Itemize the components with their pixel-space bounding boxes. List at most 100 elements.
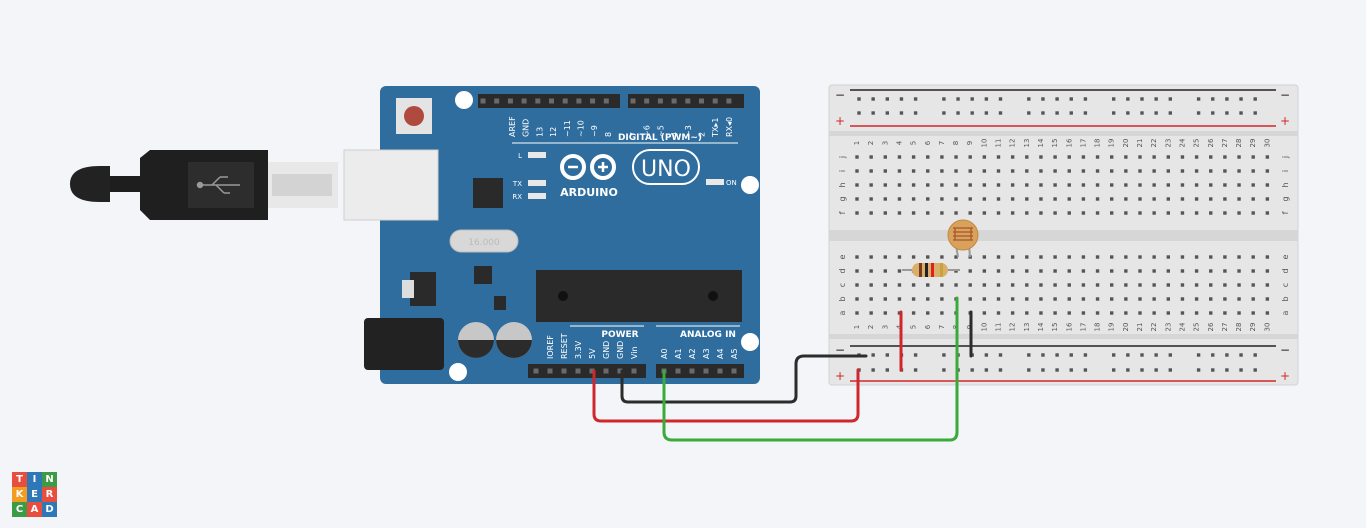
header-pin[interactable]: [685, 98, 691, 104]
breadboard-hole[interactable]: [897, 311, 902, 315]
breadboard-hole[interactable]: [1223, 211, 1227, 215]
breadboard-hole[interactable]: [1180, 269, 1185, 273]
reset-button[interactable]: [404, 106, 424, 126]
rail-hole[interactable]: [1225, 111, 1229, 115]
breadboard-hole[interactable]: [1081, 255, 1086, 259]
rail-hole[interactable]: [857, 97, 861, 101]
breadboard-hole[interactable]: [1251, 311, 1255, 315]
rail-hole[interactable]: [871, 353, 875, 357]
rail-hole[interactable]: [1196, 111, 1201, 115]
breadboard-hole[interactable]: [1251, 197, 1255, 201]
rail-hole[interactable]: [885, 368, 889, 372]
breadboard-hole[interactable]: [1180, 255, 1185, 259]
breadboard-hole[interactable]: [1152, 255, 1156, 259]
breadboard-hole[interactable]: [1166, 283, 1170, 287]
breadboard-hole[interactable]: [1166, 169, 1170, 173]
breadboard-hole[interactable]: [883, 169, 887, 173]
breadboard-hole[interactable]: [1180, 169, 1185, 173]
breadboard-hole[interactable]: [1251, 297, 1255, 301]
breadboard-hole[interactable]: [911, 283, 916, 287]
breadboard-hole[interactable]: [869, 269, 873, 273]
breadboard-hole[interactable]: [1110, 283, 1114, 287]
breadboard-hole[interactable]: [926, 283, 930, 287]
usb-cable[interactable]: [70, 150, 338, 220]
rail-hole[interactable]: [1239, 368, 1243, 372]
breadboard-hole[interactable]: [1180, 197, 1185, 201]
rail-hole[interactable]: [1083, 353, 1088, 357]
breadboard-hole[interactable]: [1152, 155, 1156, 159]
breadboard-hole[interactable]: [869, 211, 873, 215]
digital-header-left-pins[interactable]: [480, 98, 609, 104]
breadboard-hole[interactable]: [1081, 211, 1086, 215]
breadboard-hole[interactable]: [883, 297, 887, 301]
breadboard-hole[interactable]: [1209, 169, 1213, 173]
breadboard-hole[interactable]: [982, 155, 987, 159]
breadboard-hole[interactable]: [869, 169, 873, 173]
rail-hole[interactable]: [1027, 97, 1031, 101]
breadboard-hole[interactable]: [1053, 211, 1057, 215]
breadboard-hole[interactable]: [1237, 311, 1241, 315]
breadboard-hole[interactable]: [1251, 269, 1255, 273]
breadboard-hole[interactable]: [1194, 283, 1199, 287]
breadboard-hole[interactable]: [996, 269, 1001, 273]
breadboard-hole[interactable]: [1095, 211, 1100, 215]
breadboard-hole[interactable]: [855, 311, 859, 315]
rail-hole[interactable]: [871, 97, 875, 101]
breadboard-hole[interactable]: [954, 183, 958, 187]
header-pin[interactable]: [617, 368, 623, 374]
breadboard-hole[interactable]: [1152, 197, 1156, 201]
breadboard-hole[interactable]: [1251, 255, 1255, 259]
breadboard-hole[interactable]: [1265, 197, 1270, 201]
breadboard-hole[interactable]: [1251, 155, 1255, 159]
header-pin[interactable]: [561, 368, 567, 374]
rail-hole[interactable]: [1126, 111, 1130, 115]
breadboard-hole[interactable]: [1209, 197, 1213, 201]
breadboard-hole[interactable]: [1010, 183, 1015, 187]
breadboard-hole[interactable]: [869, 297, 873, 301]
rail-hole[interactable]: [1253, 368, 1257, 372]
breadboard-hole[interactable]: [1194, 211, 1199, 215]
breadboard-hole[interactable]: [1110, 269, 1114, 273]
breadboard-hole[interactable]: [1124, 183, 1128, 187]
breadboard-hole[interactable]: [1067, 283, 1071, 287]
breadboard-hole[interactable]: [1039, 211, 1043, 215]
breadboard-hole[interactable]: [996, 155, 1001, 159]
breadboard-hole[interactable]: [1223, 197, 1227, 201]
rail-hole[interactable]: [942, 368, 946, 372]
header-pin[interactable]: [603, 98, 609, 104]
breadboard-hole[interactable]: [1095, 269, 1100, 273]
breadboard-hole[interactable]: [1025, 155, 1029, 159]
breadboard-hole[interactable]: [1053, 155, 1057, 159]
breadboard-hole[interactable]: [1081, 155, 1086, 159]
rail-hole[interactable]: [1154, 111, 1158, 115]
breadboard-hole[interactable]: [897, 297, 902, 301]
breadboard-hole[interactable]: [968, 183, 972, 187]
breadboard-hole[interactable]: [855, 183, 859, 187]
breadboard-hole[interactable]: [869, 183, 873, 187]
breadboard-hole[interactable]: [1138, 197, 1142, 201]
breadboard-hole[interactable]: [869, 311, 873, 315]
photoresistor[interactable]: [947, 219, 979, 258]
rail-hole[interactable]: [1168, 368, 1172, 372]
breadboard-hole[interactable]: [911, 183, 916, 187]
breadboard-hole[interactable]: [1110, 255, 1114, 259]
breadboard-hole[interactable]: [940, 283, 944, 287]
breadboard-hole[interactable]: [954, 211, 958, 215]
rail-hole[interactable]: [1168, 353, 1172, 357]
breadboard-hole[interactable]: [1265, 183, 1270, 187]
rail-hole[interactable]: [1027, 111, 1031, 115]
breadboard-hole[interactable]: [1025, 211, 1029, 215]
breadboard-hole[interactable]: [954, 169, 958, 173]
breadboard-hole[interactable]: [1166, 197, 1170, 201]
rail-hole[interactable]: [1027, 353, 1031, 357]
breadboard-hole[interactable]: [897, 197, 902, 201]
breadboard-hole[interactable]: [883, 211, 887, 215]
breadboard-hole[interactable]: [855, 211, 859, 215]
rail-hole[interactable]: [1083, 368, 1088, 372]
breadboard-hole[interactable]: [926, 197, 930, 201]
breadboard-hole[interactable]: [1010, 283, 1015, 287]
breadboard-hole[interactable]: [855, 255, 859, 259]
rail-hole[interactable]: [1154, 353, 1158, 357]
header-pin[interactable]: [575, 368, 581, 374]
breadboard-hole[interactable]: [1010, 255, 1015, 259]
